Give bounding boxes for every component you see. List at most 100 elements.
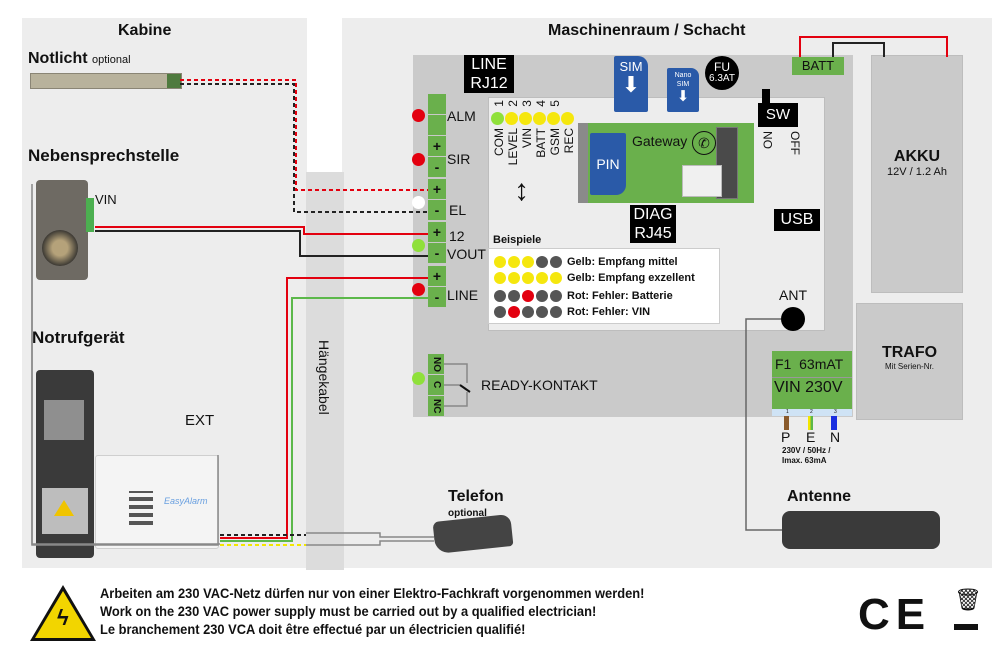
example-led	[522, 255, 534, 268]
terminal-el-minus[interactable]: -	[428, 200, 446, 221]
ready-nc-line	[444, 392, 468, 407]
nano-sim-label-1: Nano	[674, 72, 692, 79]
example-led	[494, 289, 506, 302]
status-leds: 1 2 3 4 5 COM LEVEL VIN BATT GSM REC	[490, 100, 580, 220]
terminal-nc[interactable]: NC	[428, 396, 444, 417]
trafo-title: TRAFO	[881, 344, 938, 361]
wire-vin-black	[95, 230, 428, 257]
power-terminal[interactable]: F1 63mAT VIN 230V	[772, 351, 852, 409]
example-led	[508, 255, 520, 268]
notrufgeraet-title: Notrufgerät	[32, 328, 125, 347]
pin-card: PIN	[590, 133, 626, 195]
terminal-sir-minus[interactable]: -	[428, 157, 446, 178]
wire-ext	[31, 200, 220, 545]
terminal-block: + - + - + - + -	[428, 94, 446, 312]
led-alm	[412, 109, 425, 122]
example-led	[494, 305, 506, 318]
terminal-line-plus[interactable]: +	[428, 266, 446, 287]
wire-notlicht-black	[180, 83, 428, 213]
gateway-label: Gateway	[632, 133, 688, 149]
example-led	[536, 289, 548, 302]
terminal-alm-1[interactable]	[428, 94, 446, 115]
terminal-vout-minus[interactable]: -	[428, 243, 446, 264]
pin-2: 2	[810, 409, 813, 415]
arrow-down-icon: ⬇	[676, 88, 690, 105]
sim-slot[interactable]: SIM ⬇	[614, 56, 648, 112]
label-el: EL	[449, 202, 467, 218]
warning-text: Arbeiten am 230 VAC-Netz dürfen nur von …	[100, 584, 644, 638]
ant-connector[interactable]	[781, 307, 805, 331]
example-led	[508, 305, 520, 318]
example-led	[536, 305, 548, 318]
example-row: Gelb: Empfang mittel	[494, 253, 678, 268]
antenne-body	[782, 511, 940, 549]
terminal-vout-plus[interactable]: +	[428, 222, 446, 243]
terminal-alm-2[interactable]	[428, 115, 446, 136]
example-led	[536, 271, 548, 284]
ready-terminals: NO C NC	[428, 354, 444, 418]
terminal-no[interactable]: NO	[428, 354, 444, 375]
led-rec	[561, 112, 574, 125]
led-batt	[533, 112, 546, 125]
nano-sim-slot[interactable]: Nano SIM ⬇	[667, 68, 699, 112]
diag-label-1: DIAG	[633, 206, 673, 223]
line-rj12-port[interactable]: LINE RJ12	[464, 55, 514, 93]
sw-switch[interactable]: SW	[758, 103, 798, 127]
example-led	[508, 271, 520, 284]
led-vout	[412, 239, 425, 252]
example-led	[494, 255, 506, 268]
wire-line-red	[220, 277, 428, 539]
vin-230v-label: VIN 230V	[774, 379, 843, 396]
akku-title: AKKU	[893, 148, 941, 165]
example-row: Rot: Fehler: Batterie	[494, 287, 673, 302]
phone-icon: ✆	[692, 131, 716, 155]
example-led	[494, 271, 506, 284]
ready-no-line	[444, 363, 468, 383]
trafo-sub: Mit Serien-Nr.	[885, 362, 934, 371]
led-sir	[412, 153, 425, 166]
sw-toggle[interactable]	[762, 89, 770, 103]
nano-sim-label-2: SIM	[676, 81, 690, 88]
power-spec-1: 230V / 50Hz /	[782, 446, 831, 455]
gateway-module: PIN Gateway ✆	[578, 123, 754, 203]
terminal-line-minus[interactable]: -	[428, 287, 446, 308]
sim-label: SIM	[619, 59, 643, 74]
line-rj12-label-2: RJ12	[470, 75, 508, 92]
usb-port[interactable]: USB	[774, 209, 820, 231]
led-el	[412, 196, 425, 209]
terminal-sir-plus[interactable]: +	[428, 136, 446, 157]
arrow-down-icon: ⬇	[621, 72, 641, 97]
wire-batt-red	[799, 36, 948, 57]
example-text: Gelb: Empfang mittel	[567, 255, 678, 268]
wire-p	[784, 416, 789, 430]
example-led	[522, 289, 534, 302]
f1-fuse-label: F1 63mAT	[772, 351, 852, 378]
example-row: Rot: Fehler: VIN	[494, 303, 650, 318]
led-line	[412, 283, 425, 296]
double-arrow-icon: ↕	[514, 174, 529, 207]
warning-de: Arbeiten am 230 VAC-Netz dürfen nur von …	[100, 585, 645, 601]
ready-kontakt-label: READY-KONTAKT	[481, 377, 598, 393]
diag-rj45-port[interactable]: DIAG RJ45	[630, 205, 676, 243]
led-level	[505, 112, 518, 125]
examples-title: Beispiele	[493, 234, 542, 246]
label-line: LINE	[447, 287, 479, 303]
label-sir: SIR	[447, 151, 471, 167]
ce-mark: CE	[858, 590, 932, 639]
wire-vin-red	[95, 226, 428, 235]
easyalarm-unit: EasyAlarm	[95, 455, 219, 549]
example-led	[508, 289, 520, 302]
sw-off-label: OFF	[788, 131, 802, 155]
batt-terminal[interactable]: BATT	[792, 57, 844, 75]
terminal-el-plus[interactable]: +	[428, 179, 446, 200]
trafo-box: TRAFO Mit Serien-Nr.	[856, 303, 963, 420]
example-led	[536, 255, 548, 268]
terminal-c[interactable]: C	[428, 375, 444, 396]
pin-1: 1	[786, 409, 789, 415]
label-12: 12	[449, 228, 465, 244]
diag-label-2: RJ45	[634, 225, 672, 242]
power-spec-2: Imax. 63mA	[782, 456, 827, 465]
wire-tel-lower	[306, 540, 434, 546]
